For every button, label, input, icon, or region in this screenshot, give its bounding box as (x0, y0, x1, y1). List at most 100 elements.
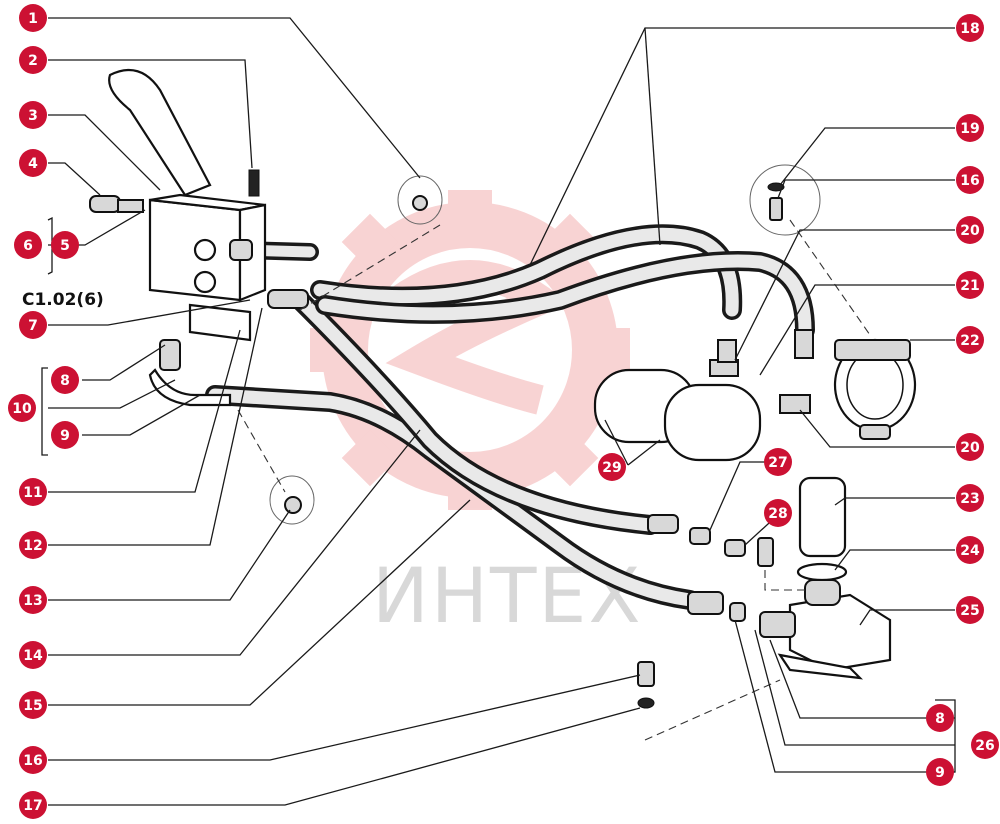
callout-circle (51, 231, 79, 259)
callout-number: 19 (960, 121, 979, 137)
callout-number: 27 (768, 455, 787, 471)
callout-number: 9 (60, 428, 70, 444)
callout-8: 8 (51, 366, 79, 394)
callout-circle (926, 758, 954, 786)
callout-number: 13 (23, 593, 42, 609)
callout-number: 16 (960, 173, 979, 189)
callout-19: 19 (956, 114, 984, 142)
callout-circle (926, 704, 954, 732)
callout-circle (764, 448, 792, 476)
accumulator-2 (663, 383, 762, 462)
callout-number: 12 (23, 538, 42, 554)
callout-23: 23 (956, 484, 984, 512)
valve-lever (108, 68, 212, 197)
callout-20: 20 (956, 433, 984, 461)
callout-11: 11 (19, 478, 47, 506)
callout-circle (19, 478, 47, 506)
callout-circle (14, 231, 42, 259)
callout-number: 9 (935, 765, 945, 781)
filter-23 (798, 476, 847, 558)
callout-number: 10 (12, 401, 32, 417)
callout-number: 25 (960, 603, 979, 619)
callout-circle (956, 536, 984, 564)
callout-number: 6 (23, 238, 33, 254)
callout-15: 15 (19, 691, 47, 719)
callout-circle (19, 746, 47, 774)
callout-number: 8 (935, 711, 945, 727)
callout-22: 22 (956, 326, 984, 354)
callout-16: 16 (19, 746, 47, 774)
callout-number: 20 (960, 440, 980, 456)
dashed-line-1 (299, 224, 441, 311)
callout-number: 18 (960, 21, 979, 37)
callout-1: 1 (19, 4, 47, 32)
callout-circle (956, 484, 984, 512)
callout-number: 20 (960, 223, 980, 239)
callout-14: 14 (19, 641, 47, 669)
callout-18: 18 (956, 14, 984, 42)
callout-number: 14 (23, 648, 43, 664)
callout-number: 1 (28, 11, 38, 27)
callout-16: 16 (956, 166, 984, 194)
callout-number: 22 (960, 333, 979, 349)
leader-lines (41, 17, 956, 806)
dashed-line-17 (644, 679, 781, 741)
callout-circle (956, 166, 984, 194)
callout-circle (19, 311, 47, 339)
callout-circle (19, 149, 47, 177)
callout-circle (19, 641, 47, 669)
callout-24: 24 (956, 536, 984, 564)
callout-circle (764, 499, 792, 527)
reference-code: C1.02(6) (22, 290, 104, 310)
callout-circle (956, 326, 984, 354)
callout-circle (19, 4, 47, 32)
callout-number: 2 (28, 53, 38, 69)
callout-circle (956, 433, 984, 461)
callout-circle (19, 46, 47, 74)
dashed-line-22 (789, 219, 871, 336)
callout-number: 17 (23, 798, 42, 814)
callout-circle (956, 596, 984, 624)
callout-circle (51, 421, 79, 449)
callout-8: 8 (926, 704, 954, 732)
callout-29: 29 (598, 453, 626, 481)
callout-circle (8, 394, 36, 422)
callout-number: 5 (60, 238, 70, 254)
callout-number: 16 (23, 753, 42, 769)
callout-circle (19, 101, 47, 129)
callout-circle (956, 14, 984, 42)
callout-13: 13 (19, 586, 47, 614)
callout-28: 28 (764, 499, 792, 527)
callout-number: 28 (768, 506, 787, 522)
callout-circle (956, 271, 984, 299)
callout-number: 21 (960, 278, 979, 294)
callout-circle (19, 691, 47, 719)
callout-9: 9 (51, 421, 79, 449)
callout-25: 25 (956, 596, 984, 624)
callout-circle (956, 114, 984, 142)
callout-circle (598, 453, 626, 481)
callout-9: 9 (926, 758, 954, 786)
callout-number: 3 (28, 108, 38, 124)
callout-3: 3 (19, 101, 47, 129)
dashed-line-28 (764, 570, 805, 591)
callout-6: 6 (14, 231, 42, 259)
callout-number: 8 (60, 373, 70, 389)
callout-circle (956, 216, 984, 244)
callout-21: 21 (956, 271, 984, 299)
callout-4: 4 (19, 149, 47, 177)
bolt-2 (248, 169, 260, 197)
callout-17: 17 (19, 791, 47, 819)
callout-7: 7 (19, 311, 47, 339)
callout-10: 10 (8, 394, 36, 422)
accumulators (593, 329, 814, 462)
callout-26: 26 (971, 731, 999, 759)
callout-number: 4 (28, 156, 38, 172)
filter-block (759, 476, 892, 680)
callout-circle (51, 366, 79, 394)
callout-number: 15 (23, 698, 42, 714)
clamp-22 (833, 338, 917, 440)
callout-number: 29 (602, 460, 621, 476)
